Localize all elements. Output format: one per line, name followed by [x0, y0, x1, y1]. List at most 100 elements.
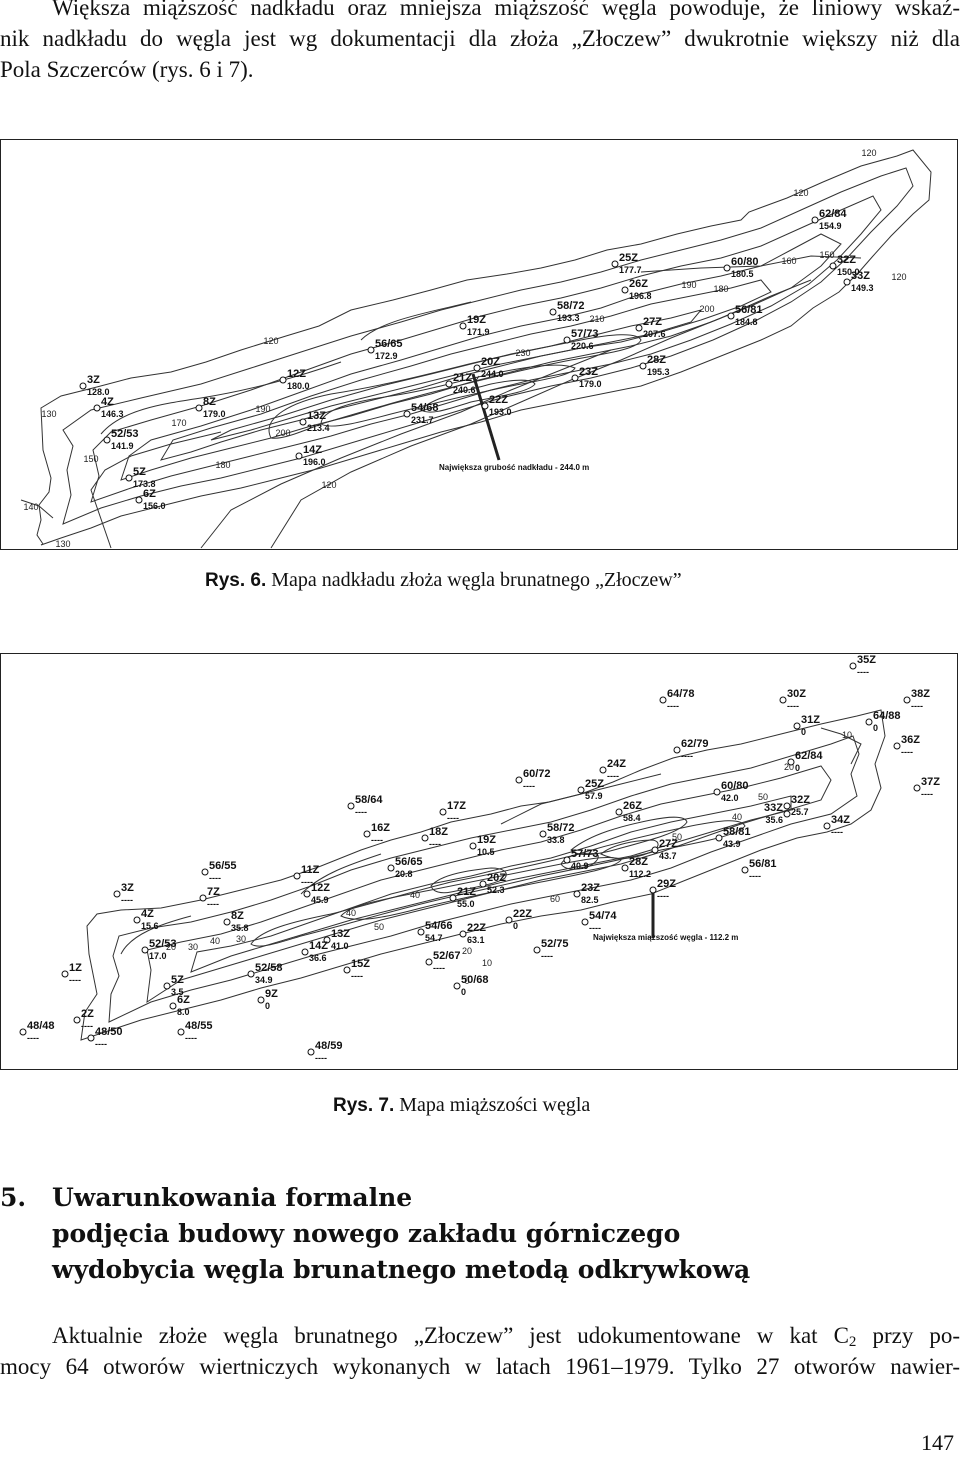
borehole-id: 58/72 — [557, 300, 585, 312]
borehole-id: 52/67 — [433, 950, 461, 962]
borehole-value: 180.5 — [731, 269, 754, 279]
borehole-marker — [303, 890, 311, 898]
paragraph-text: przy po- — [856, 1323, 960, 1348]
borehole-marker — [843, 278, 851, 286]
borehole-value: ---- — [429, 839, 441, 849]
borehole-id: 52/75 — [541, 938, 569, 950]
borehole-value: ---- — [371, 835, 383, 845]
borehole-value: ---- — [433, 963, 445, 973]
fig7-borehole: 48/48---- — [19, 1020, 55, 1043]
borehole-value: ---- — [301, 877, 313, 887]
borehole-marker — [445, 380, 453, 388]
borehole-id: 56/65 — [375, 338, 403, 350]
borehole-id: 8Z — [231, 910, 244, 922]
borehole-marker — [301, 948, 309, 956]
borehole-marker — [649, 886, 657, 894]
borehole-id: 22Z — [489, 394, 508, 406]
borehole-value: 35.6 — [765, 815, 783, 825]
borehole-marker — [449, 894, 457, 902]
borehole-marker — [403, 410, 411, 418]
borehole-id: 22Z — [467, 922, 486, 934]
borehole-marker — [93, 404, 101, 412]
borehole-value: 52.3 — [487, 885, 505, 895]
borehole-value: 240.6 — [453, 385, 476, 395]
borehole-id: 64/88 — [873, 710, 901, 722]
fig7-borehole: 18Z---- — [421, 826, 448, 849]
borehole-value: 40.9 — [571, 861, 589, 871]
isoline-label: 40 — [410, 890, 420, 900]
isoline-label: 170 — [171, 418, 186, 428]
isoline-label: 30 — [188, 942, 198, 952]
borehole-marker — [201, 868, 209, 876]
borehole-id: 14Z — [303, 444, 322, 456]
borehole-marker — [849, 662, 857, 670]
isoline-label: 50 — [374, 922, 384, 932]
borehole-value: ---- — [541, 951, 553, 961]
borehole-value: 0 — [795, 763, 800, 773]
borehole-marker — [247, 970, 255, 978]
borehole-id: 6Z — [177, 994, 190, 1006]
borehole-marker — [903, 696, 911, 704]
borehole-marker — [479, 880, 487, 888]
borehole-marker — [533, 946, 541, 954]
borehole-marker — [793, 722, 801, 730]
borehole-id: 4Z — [141, 908, 154, 920]
fig7-borehole: 30Z---- — [779, 688, 806, 711]
borehole-id: 21Z — [453, 372, 472, 384]
borehole-id: 16Z — [371, 822, 390, 834]
borehole-id: 19Z — [477, 834, 496, 846]
borehole-id: 60/80 — [731, 256, 759, 268]
borehole-id: 54/68 — [411, 402, 439, 414]
borehole-value: 33.8 — [547, 835, 565, 845]
paragraph-line: Pola Szczerców (rys. 6 i 7). — [0, 57, 254, 82]
borehole-marker — [125, 474, 133, 482]
borehole-marker — [715, 834, 723, 842]
fig7-borehole: 48/59---- — [307, 1040, 343, 1063]
isoline-label: 10 — [842, 730, 852, 740]
fig7-borehole: 52/67---- — [425, 950, 461, 973]
borehole-marker — [279, 376, 287, 384]
heading-number: 5. — [0, 1183, 27, 1212]
borehole-id: 13Z — [307, 410, 326, 422]
borehole-id: 32Z — [837, 254, 856, 266]
body-paragraph: Aktualnie złoże węgla brunatnego „Złocze… — [0, 1320, 960, 1382]
borehole-value: 63.1 — [467, 935, 485, 945]
borehole-marker — [323, 936, 331, 944]
isoline-label: 40 — [210, 936, 220, 946]
fig7-borehole: 37Z---- — [913, 776, 940, 799]
borehole-marker — [439, 808, 447, 816]
fig7-borehole: 3Z---- — [113, 882, 134, 905]
borehole-value: 193.3 — [557, 313, 580, 323]
borehole-id: 48/55 — [185, 1020, 213, 1032]
figure-7-caption: Rys. 7. Mapa miąższości węgla — [333, 1094, 590, 1117]
fig7-borehole: 58/64---- — [347, 794, 383, 817]
borehole-value: 34.9 — [255, 975, 273, 985]
borehole-marker — [615, 808, 623, 816]
fig7-borehole: 60/72---- — [515, 768, 551, 791]
borehole-value: 42.0 — [721, 793, 739, 803]
paragraph-text: Aktualnie złoże węgla brunatnego „Złocze… — [52, 1323, 849, 1348]
borehole-marker — [169, 1002, 177, 1010]
borehole-id: 28Z — [647, 354, 666, 366]
borehole-value: 43.7 — [659, 851, 677, 861]
borehole-marker — [299, 418, 307, 426]
borehole-marker — [741, 866, 749, 874]
isoline-label: 150 — [83, 454, 98, 464]
